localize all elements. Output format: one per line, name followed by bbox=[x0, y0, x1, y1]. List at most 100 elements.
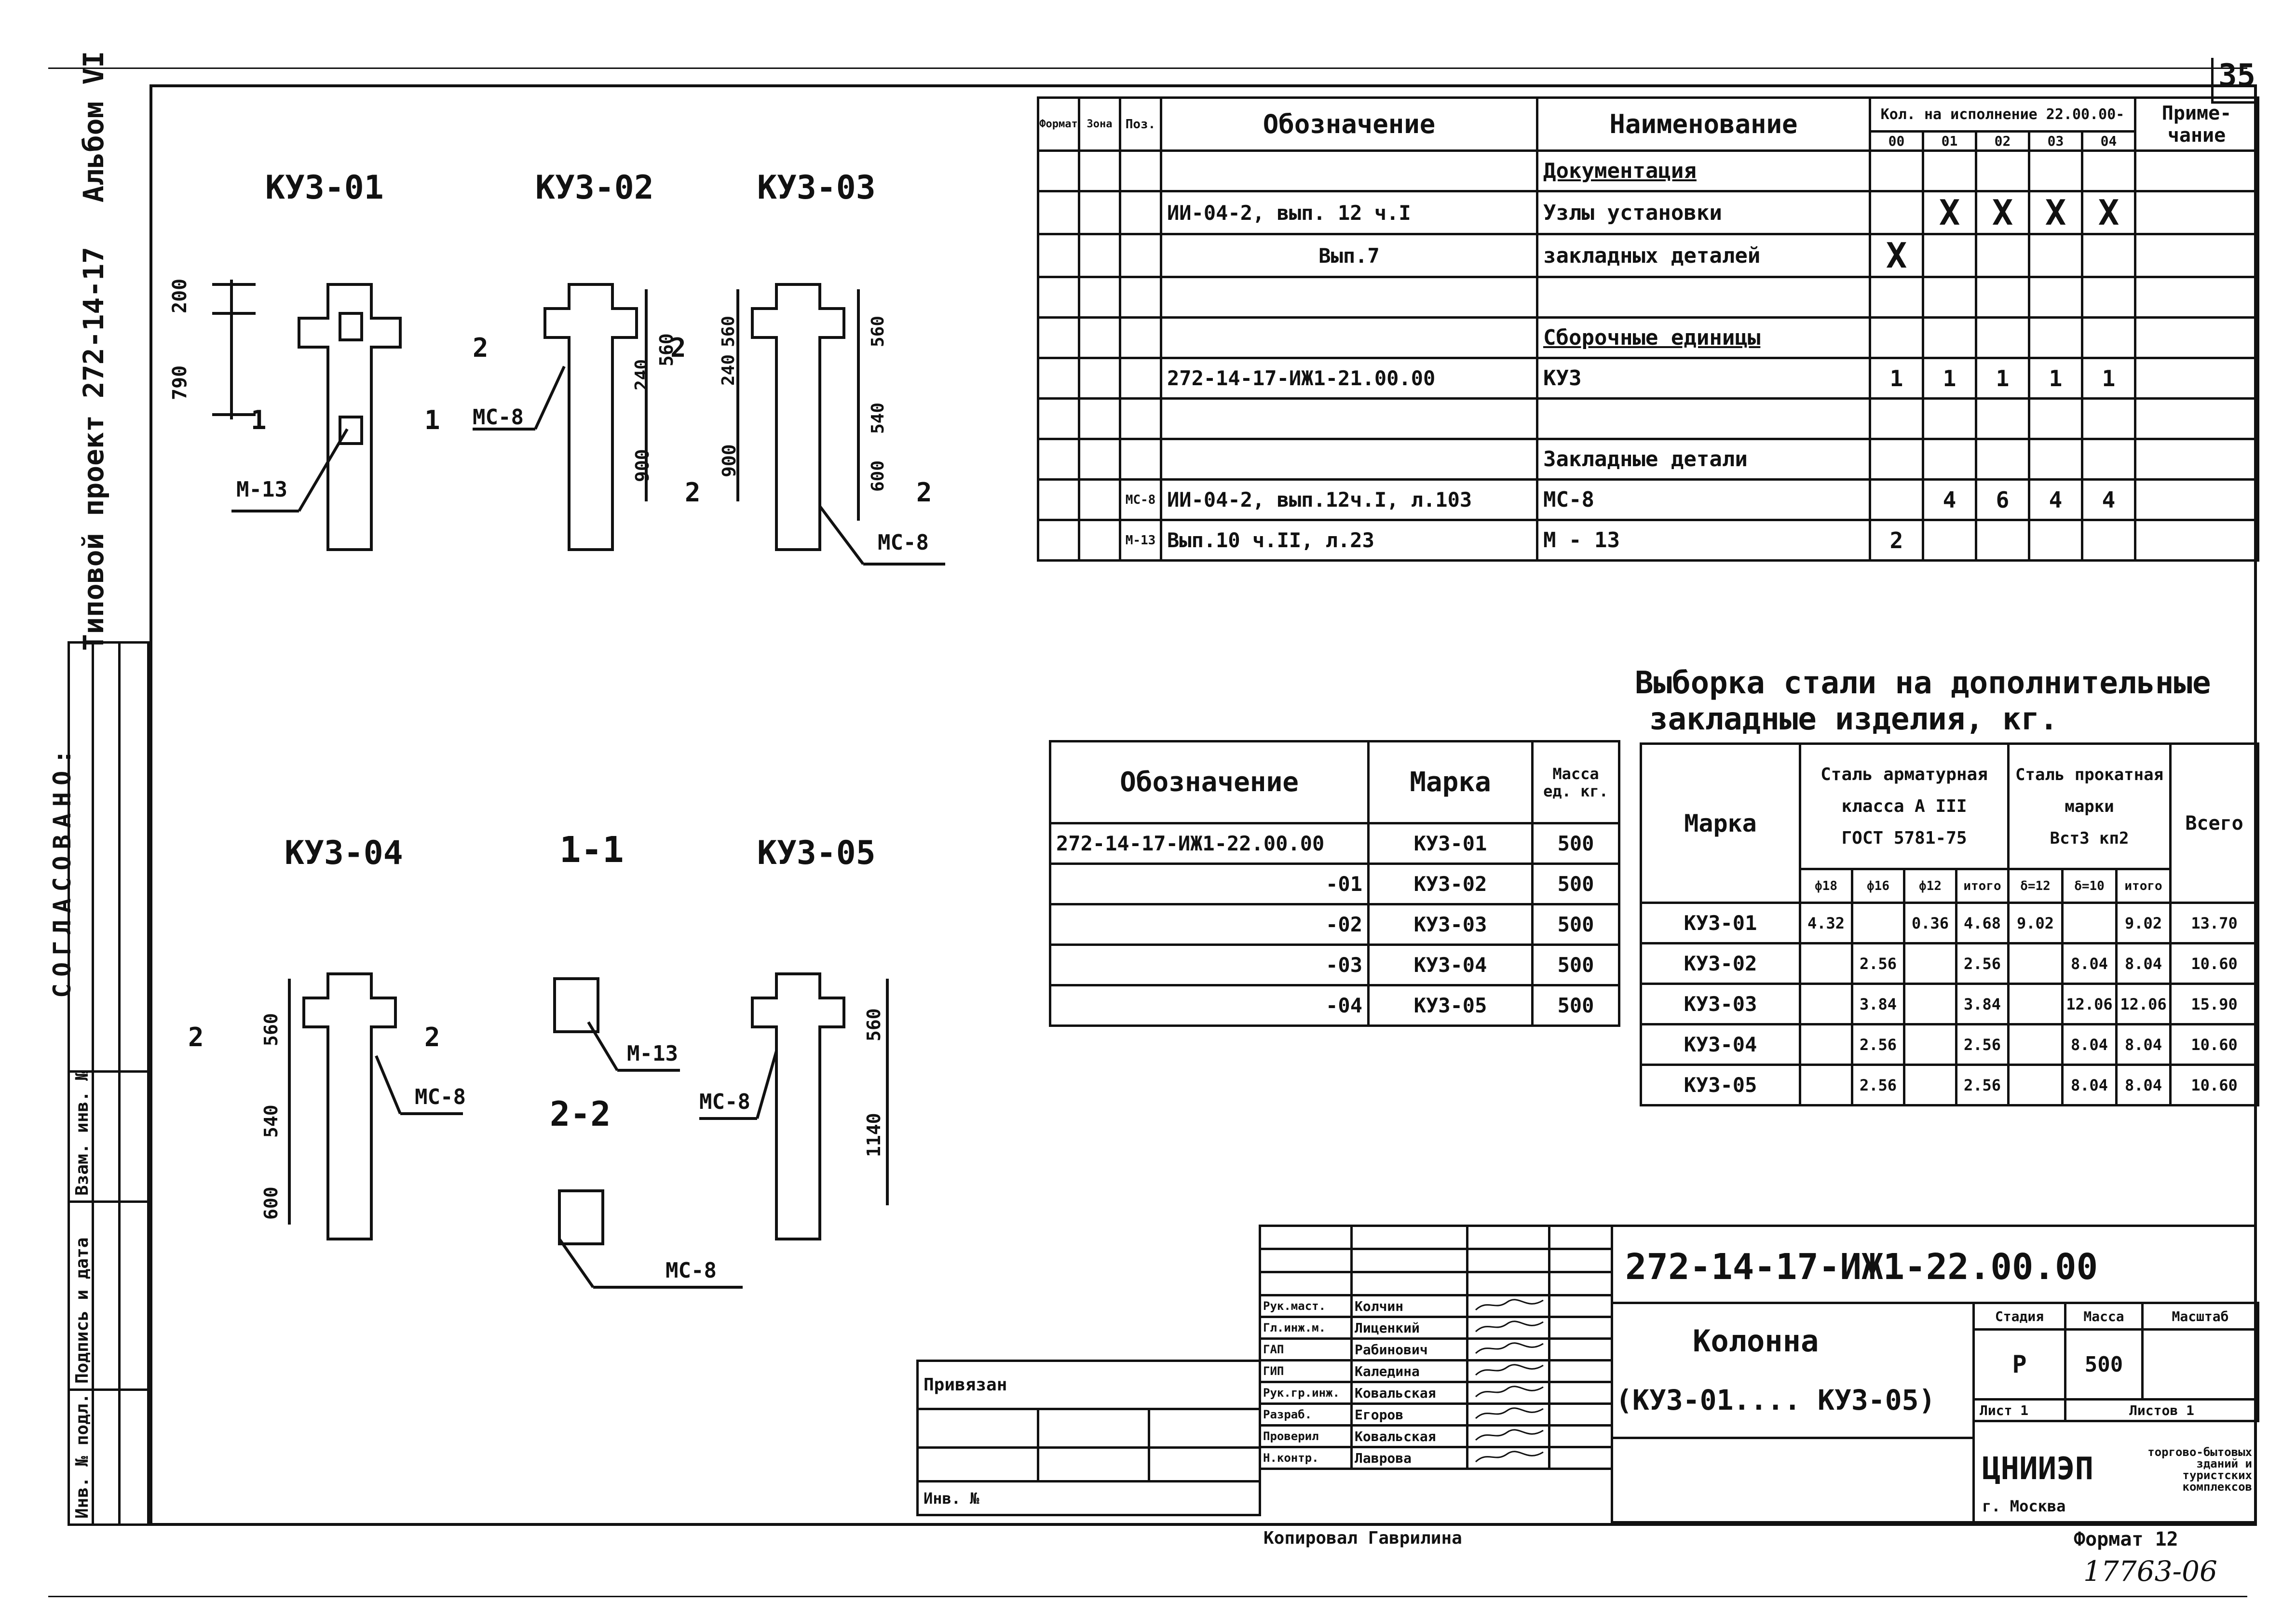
dim-ku3-03-240: 240 bbox=[719, 354, 738, 386]
spec-cell bbox=[2134, 190, 2260, 235]
spec-qty-cell: 1 bbox=[2080, 357, 2137, 400]
spec-qty-cell bbox=[1922, 233, 1977, 278]
steel-cell bbox=[2007, 1064, 2064, 1106]
spec-qty-cell bbox=[1975, 438, 2030, 481]
steel-subheader-cell: ф18 bbox=[1799, 868, 1853, 904]
title-person-row: Рук.маст.Колчин bbox=[1259, 1294, 1613, 1318]
dim-ku3-03-900: 900 bbox=[719, 444, 740, 477]
spec-cell: 272-14-17-ИЖ1-21.00.00 bbox=[1160, 357, 1538, 400]
spec-qty-cell: 6 bbox=[1975, 478, 2030, 521]
section-mark-ku3-03: 2 bbox=[916, 477, 932, 508]
dim-ku3-03-540: 540 bbox=[868, 402, 888, 434]
steel-cell bbox=[1799, 942, 1853, 985]
spec-h-qty-00: 00 bbox=[1869, 130, 1924, 152]
spec-qty-cell bbox=[1922, 519, 1977, 562]
spec-qty-cell: X bbox=[1975, 190, 2030, 235]
dim-ku3-02-900: 900 bbox=[632, 449, 653, 482]
title-person-role: Н.контр. bbox=[1259, 1446, 1353, 1470]
spec-qty-cell bbox=[1922, 397, 1977, 440]
title-person-name: Ковальская bbox=[1350, 1424, 1468, 1448]
spec-cell bbox=[2134, 276, 2260, 319]
spec-h-pos: Поз. bbox=[1119, 96, 1162, 152]
title-code-divider bbox=[1611, 1302, 2257, 1304]
title-name-divider bbox=[1611, 1437, 1972, 1439]
spec-qty-cell bbox=[1975, 316, 2030, 359]
dim-ku3-04-540: 540 bbox=[260, 1105, 282, 1138]
steel-cell: 8.04 bbox=[2115, 942, 2172, 985]
steel-cell bbox=[2007, 983, 2064, 1025]
spec-qty-cell bbox=[1922, 438, 1977, 481]
spec-qty-cell bbox=[1975, 276, 2030, 319]
steel-cell: 12.06 bbox=[2115, 983, 2172, 1025]
spec-cell bbox=[1078, 357, 1121, 400]
spec-cell: закладных деталей bbox=[1536, 233, 1871, 278]
dim-ku3-02-240: 240 bbox=[632, 359, 652, 391]
spec-qty-cell: 1 bbox=[1869, 357, 1924, 400]
steel-subheader-cell: ф12 bbox=[1903, 868, 1957, 904]
spec-qty-cell bbox=[2080, 397, 2137, 440]
stage-mass-scale: Стадия Масса Масштаб Р 500 Лист 1 Листов… bbox=[1972, 1302, 2259, 1422]
spec-h-note: Приме-чание bbox=[2134, 96, 2260, 152]
spec-qty-cell bbox=[2028, 316, 2083, 359]
steel-h-rebar-l2: класса А III bbox=[1841, 796, 1967, 816]
spec-cell bbox=[1037, 357, 1080, 400]
spec-cell bbox=[1119, 190, 1162, 235]
sheet-cell: Лист 1 bbox=[1972, 1398, 2066, 1422]
side-stamp-divider-2 bbox=[118, 641, 121, 1526]
marks-h-designation: Обозначение bbox=[1049, 740, 1370, 824]
label-mc8-section: МС-8 bbox=[666, 1258, 717, 1283]
steel-subheader-cell: итого bbox=[1955, 868, 2010, 904]
spec-cell bbox=[1160, 316, 1538, 359]
spec-cell: Вып.10 ч.II, л.23 bbox=[1160, 519, 1538, 562]
spec-cell bbox=[1078, 190, 1121, 235]
section-mark-ku3-01-left: 1 bbox=[251, 405, 267, 435]
title-person-name: Лаврова bbox=[1350, 1446, 1468, 1470]
inv-label-cell: Инв. № bbox=[916, 1480, 1262, 1516]
spec-qty-cell bbox=[2080, 316, 2137, 359]
title-person-signature bbox=[1466, 1337, 1550, 1361]
spec-table: Формат Зона Поз. Обозначение Наименовани… bbox=[1037, 96, 2260, 562]
drawing-title-ku3-02: КУЗ-02 bbox=[535, 169, 654, 207]
top-trim-line bbox=[48, 67, 2247, 69]
spec-h-qty-01: 01 bbox=[1922, 130, 1977, 152]
signature-mark bbox=[1475, 1364, 1544, 1376]
spec-cell bbox=[1037, 233, 1080, 278]
side-stamp-row-1 bbox=[68, 1070, 149, 1073]
bottom-trim-line bbox=[48, 1596, 2247, 1597]
steel-cell: 4.32 bbox=[1799, 902, 1853, 944]
org-name: ЦНИИЭП bbox=[1982, 1451, 2094, 1487]
steel-subheader-cell: ф16 bbox=[1851, 868, 1905, 904]
steel-h-rebar: Сталь арматурная класса А III ГОСТ 5781-… bbox=[1798, 742, 2010, 870]
steel-cell: 15.90 bbox=[2169, 983, 2260, 1025]
steel-cell: 9.02 bbox=[2115, 902, 2172, 944]
title-person-row: Гл.инж.м.Лиценкий bbox=[1259, 1316, 1613, 1340]
title-empty-cell bbox=[1548, 1248, 1613, 1273]
steel-cell: 10.60 bbox=[2169, 1023, 2260, 1066]
spec-cell: Закладные детали bbox=[1536, 438, 1871, 481]
title-person-role: ГАП bbox=[1259, 1337, 1353, 1361]
title-person-name: Лиценкий bbox=[1350, 1316, 1468, 1340]
steel-subheader-cell: δ=10 bbox=[2061, 868, 2118, 904]
plate-m13-ku3-01-top bbox=[339, 312, 363, 341]
signature-mark bbox=[1475, 1321, 1544, 1333]
steel-cell: КУЗ-04 bbox=[1640, 1023, 1801, 1066]
steel-cell: КУЗ-01 bbox=[1640, 902, 1801, 944]
title-person-role: Проверил bbox=[1259, 1424, 1353, 1448]
signature-mark bbox=[1475, 1299, 1544, 1311]
scale-value bbox=[2141, 1328, 2259, 1401]
steel-cell: 10.60 bbox=[2169, 1064, 2260, 1106]
spec-cell bbox=[1037, 397, 1080, 440]
spec-row bbox=[1037, 276, 2260, 319]
title-person-date bbox=[1548, 1337, 1613, 1361]
spec-qty-cell bbox=[1869, 438, 1924, 481]
steel-cell: КУЗ-02 bbox=[1640, 942, 1801, 985]
